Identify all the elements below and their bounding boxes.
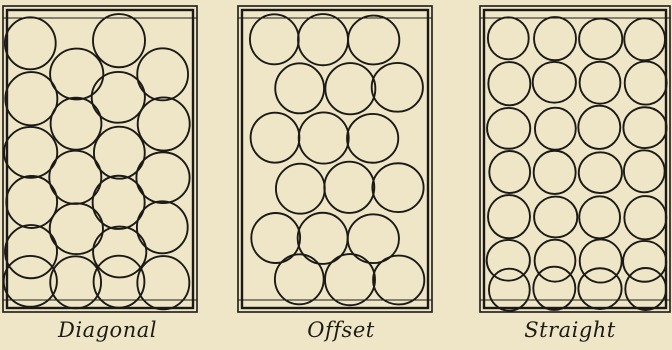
straight-circle-13 [489, 151, 530, 193]
straight-circle-23 [580, 239, 622, 282]
straight-circle-10 [535, 108, 576, 150]
diagonal-circle-13 [6, 176, 57, 228]
diagonal-circle-7 [51, 98, 102, 150]
straight-circle-11 [578, 106, 620, 149]
straight-circle-16 [624, 150, 665, 192]
box-frame-offset [238, 6, 432, 312]
offset-circle-5 [325, 63, 375, 114]
offset-circle-12 [372, 163, 423, 212]
diagonal-circle-17 [5, 225, 57, 278]
offset-circle-8 [299, 112, 349, 163]
offset-circle-7 [251, 113, 300, 163]
offset-circle-9 [347, 114, 398, 163]
offset-circle-4 [275, 63, 324, 113]
straight-circle-7 [580, 62, 621, 104]
straight-circle-17 [488, 195, 530, 238]
diagonal-circle-8 [138, 97, 190, 150]
diagonal-circle-1 [5, 17, 56, 69]
caption-offset: Offset [230, 318, 452, 348]
offset-circle-11 [324, 162, 374, 213]
diagonal-circle-15 [50, 203, 103, 254]
offset-circle-2 [298, 14, 348, 65]
straight-circle-15 [579, 152, 622, 193]
straight-circle-12 [623, 107, 666, 148]
diagonal-circle-2 [93, 14, 145, 67]
straight-circle-19 [579, 196, 620, 238]
offset-circle-18 [373, 256, 424, 305]
offset-circle-3 [348, 16, 399, 65]
offset-circle-16 [275, 254, 324, 304]
offset-circle-1 [250, 14, 299, 64]
diagonal-circle-3 [50, 49, 103, 100]
straight-circle-22 [535, 240, 576, 282]
straight-circle-14 [534, 151, 576, 194]
straight-circle-18 [534, 197, 577, 238]
offset-circle-6 [372, 63, 423, 112]
straight-circle-25 [489, 269, 530, 311]
straight-circle-26 [533, 267, 575, 310]
straight-circle-4 [624, 18, 665, 60]
straight-circle-9 [487, 108, 530, 149]
straight-circle-27 [578, 268, 621, 309]
diagonal-circle-5 [5, 72, 57, 125]
straight-circle-8 [625, 61, 667, 104]
straight-circle-6 [533, 62, 576, 103]
box-frame-diagonal [3, 6, 197, 312]
straight-circle-20 [624, 196, 666, 239]
straight-circle-2 [534, 17, 576, 60]
straight-circle-5 [488, 62, 530, 105]
diagonal-circle-21 [4, 256, 57, 307]
straight-circle-1 [488, 17, 529, 59]
caption-straight: Straight [468, 318, 672, 348]
offset-circle-10 [276, 164, 325, 214]
caption-diagonal: Diagonal [0, 318, 215, 348]
straight-circle-28 [625, 268, 666, 310]
straight-circle-3 [579, 19, 622, 60]
offset-circle-17 [325, 254, 375, 305]
diagonal-circle-18 [93, 227, 146, 278]
